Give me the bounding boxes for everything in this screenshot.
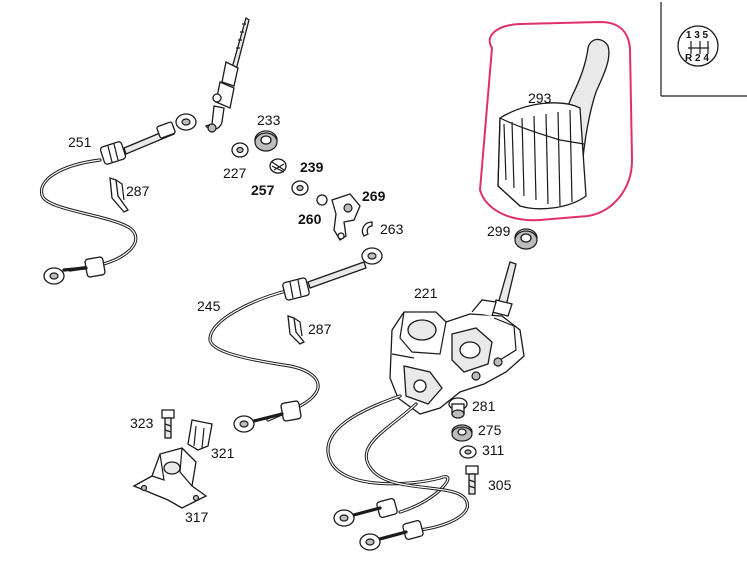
shift-housing-221 bbox=[389, 261, 525, 415]
label-321: 321 bbox=[211, 445, 235, 461]
bolt-305 bbox=[465, 465, 479, 495]
label-311: 311 bbox=[482, 442, 505, 458]
spring-257 bbox=[269, 158, 287, 174]
label-305: 305 bbox=[488, 477, 512, 493]
label-299: 299 bbox=[487, 223, 511, 239]
bushing-275 bbox=[451, 424, 473, 442]
bushing-233 bbox=[254, 130, 278, 152]
selector-rod bbox=[204, 16, 250, 133]
label-275: 275 bbox=[478, 422, 502, 438]
gear-pattern-bottom: R 2 4 bbox=[685, 53, 709, 64]
label-257: 257 bbox=[251, 182, 275, 198]
label-293: 293 bbox=[528, 90, 552, 106]
label-239: 239 bbox=[300, 159, 324, 175]
label-227: 227 bbox=[223, 165, 247, 181]
washer-239 bbox=[291, 180, 309, 196]
label-263: 263 bbox=[380, 221, 404, 237]
label-245: 245 bbox=[197, 298, 221, 314]
label-287-lower: 287 bbox=[308, 321, 332, 337]
label-287-upper: 287 bbox=[126, 183, 150, 199]
label-317: 317 bbox=[185, 509, 209, 525]
plug-281 bbox=[448, 397, 468, 419]
washer-227 bbox=[231, 142, 249, 158]
clip-287-lower bbox=[287, 315, 306, 345]
gear-pattern-inset: 1 3 5 R 2 4 bbox=[660, 2, 747, 97]
label-260: 260 bbox=[298, 211, 322, 227]
clip-287-upper bbox=[109, 177, 129, 213]
label-323: 323 bbox=[130, 415, 154, 431]
label-221: 221 bbox=[414, 285, 438, 301]
lever-269 bbox=[331, 193, 361, 241]
ball-260 bbox=[316, 194, 328, 206]
label-281: 281 bbox=[472, 398, 496, 414]
gear-pattern-top: 1 3 5 bbox=[686, 30, 709, 41]
label-233: 233 bbox=[257, 112, 281, 128]
dual-cables bbox=[326, 394, 470, 551]
clip-321 bbox=[187, 419, 213, 451]
label-269: 269 bbox=[362, 188, 386, 204]
clip-263 bbox=[361, 221, 373, 237]
part-labels: 251 287 233 227 257 239 269 260 263 293 … bbox=[68, 90, 552, 525]
label-251: 251 bbox=[68, 134, 92, 150]
washer-311 bbox=[459, 445, 477, 459]
cable-251 bbox=[39, 113, 197, 285]
cable-245 bbox=[208, 247, 383, 433]
shift-boot-293 bbox=[478, 20, 634, 222]
bolt-323 bbox=[161, 409, 175, 439]
grommet-299 bbox=[514, 228, 538, 250]
bracket-317 bbox=[132, 447, 208, 509]
